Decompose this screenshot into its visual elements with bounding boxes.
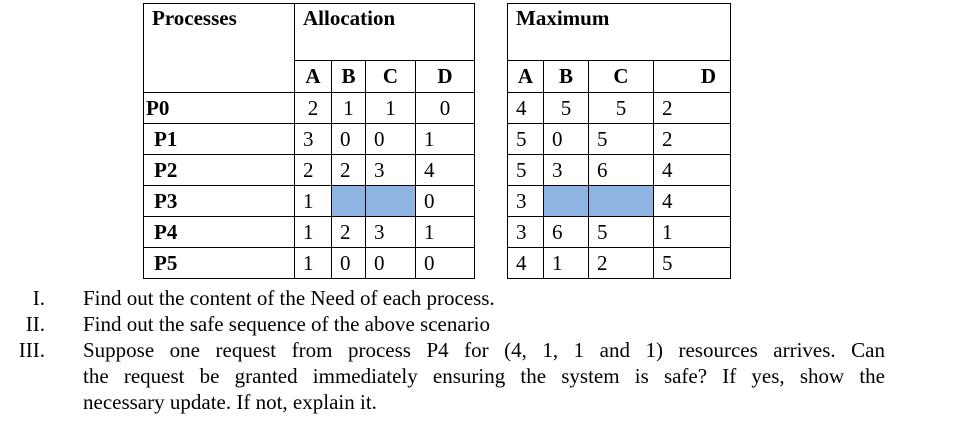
processes-header: Processes [143, 3, 295, 93]
value-cell: 4 [653, 185, 731, 217]
value-cell: 4 [415, 154, 475, 186]
value-cell: 0 [331, 247, 366, 279]
column-header-c: C [365, 60, 416, 93]
value-cell: 4 [507, 247, 544, 279]
question-text-line: necessary update. If not, explain it. [83, 390, 377, 414]
column-header-row: A B C D [144, 60, 475, 93]
column-header-b: B [331, 60, 366, 93]
process-label: P1 [143, 123, 295, 155]
value-cell: 4 [507, 92, 544, 124]
process-label: P3 [143, 185, 295, 217]
process-label: P4 [143, 216, 295, 248]
value-cell: 1 [294, 185, 332, 217]
value-cell: 2 [331, 216, 366, 248]
value-cell: 2 [588, 247, 654, 279]
value-cell: 1 [331, 92, 366, 124]
value-cell: 0 [415, 247, 475, 279]
question-text: Suppose one request from process P4 for … [83, 337, 885, 415]
process-label: P5 [143, 247, 295, 279]
value-cell: 0 [415, 185, 475, 217]
value-cell: 6 [588, 154, 654, 186]
value-cell: 1 [365, 92, 416, 124]
value-cell: 6 [543, 216, 589, 248]
column-header-c: C [588, 60, 654, 93]
value-cell: 0 [365, 123, 416, 155]
question-text-line: the request be granted immediately ensur… [83, 364, 885, 388]
value-cell: 5 [543, 92, 589, 124]
column-header-b: B [543, 60, 589, 93]
value-cell: 2 [294, 92, 332, 124]
table-header-row: Maximum [507, 3, 731, 61]
value-cell: 5 [588, 216, 654, 248]
value-cell: 2 [653, 92, 731, 124]
value-cell: 3 [294, 123, 332, 155]
highlighted-cell [331, 185, 366, 217]
process-label: P2 [143, 154, 295, 186]
value-cell: 5 [507, 123, 544, 155]
question-item-2: II. Find out the safe sequence of the ab… [0, 311, 930, 337]
value-cell: 1 [543, 247, 589, 279]
value-cell: 3 [507, 185, 544, 217]
allocation-header: Allocation [294, 3, 475, 61]
question-item-3: III. Suppose one request from process P4… [0, 337, 930, 415]
value-cell: 3 [365, 216, 416, 248]
column-header-d: D [653, 60, 731, 93]
value-cell: 5 [507, 154, 544, 186]
value-cell: 2 [331, 154, 366, 186]
value-cell: 3 [543, 154, 589, 186]
process-label: P0 [143, 92, 295, 124]
highlighted-cell [588, 185, 654, 217]
value-cell: 0 [415, 92, 475, 124]
value-cell: 5 [588, 92, 654, 124]
question-numeral: II. [25, 312, 45, 336]
column-header-d: D [415, 60, 475, 93]
column-header-a: A [507, 60, 544, 93]
question-numeral: I. [32, 286, 45, 310]
questions-list: I. Find out the content of the Need of e… [0, 285, 930, 415]
value-cell: 2 [653, 123, 731, 155]
highlighted-cell [543, 185, 589, 217]
value-cell: 0 [543, 123, 589, 155]
maximum-header: Maximum [507, 3, 731, 61]
value-cell: 3 [507, 216, 544, 248]
value-cell: 1 [653, 216, 731, 248]
value-cell: 2 [294, 154, 332, 186]
value-cell: 0 [365, 247, 416, 279]
table-header-row: Processes Allocation [143, 3, 475, 93]
value-cell: 4 [653, 154, 731, 186]
value-cell: 0 [331, 123, 366, 155]
value-cell: 5 [653, 247, 731, 279]
value-cell: 1 [294, 216, 332, 248]
column-header-a: A [294, 60, 332, 93]
question-item-1: I. Find out the content of the Need of e… [0, 285, 930, 311]
value-cell: 1 [415, 216, 475, 248]
question-text-line: Suppose one request from process P4 for … [83, 338, 885, 362]
value-cell: 3 [365, 154, 416, 186]
column-header-row: A B C D [507, 60, 731, 93]
highlighted-cell [365, 185, 416, 217]
value-cell: 1 [415, 123, 475, 155]
question-text: Find out the safe sequence of the above … [83, 312, 491, 336]
value-cell: 1 [294, 247, 332, 279]
question-text: Find out the content of the Need of each… [83, 286, 495, 310]
question-numeral: III. [18, 338, 45, 362]
value-cell: 5 [588, 123, 654, 155]
